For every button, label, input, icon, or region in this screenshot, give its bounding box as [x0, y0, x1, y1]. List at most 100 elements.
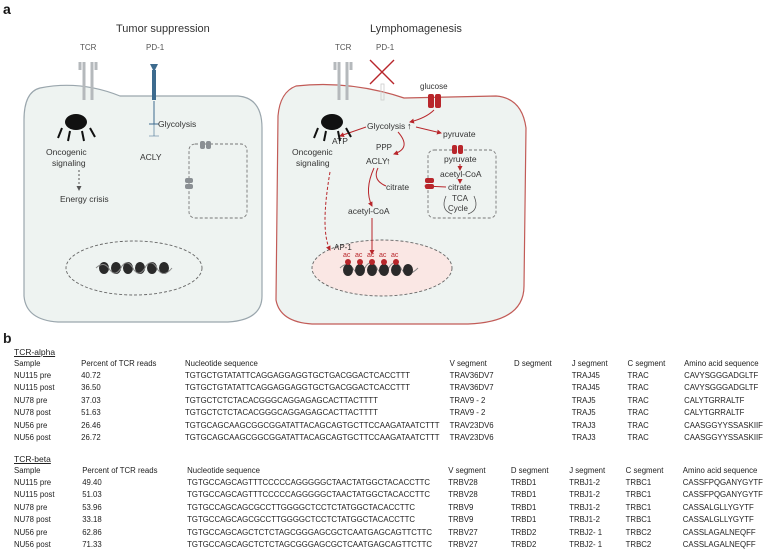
table-cell: TRBD2 [510, 540, 537, 550]
table-cell: CALYTGRRALTF [684, 408, 745, 418]
column-header: D segment [514, 358, 552, 368]
right-ppp: PPP [376, 143, 392, 152]
right-oncogene-to-ap1 [324, 171, 331, 251]
table-cell: 51.03 [82, 490, 102, 500]
panel-b-label: b [3, 330, 12, 346]
table-cell: TRAV9 - 2 [449, 395, 486, 405]
table-cell: TRBJ1-2 [569, 502, 600, 512]
table-cell: TGTGCCAGCAGCGCCTTGGGGCTCCTCTATGGCTACACCT… [187, 515, 415, 525]
table-cell: TRBC2 [625, 527, 652, 537]
right-acetyl-coa-mito: acetyl-CoA [440, 169, 482, 179]
column-header: Nucleotide sequence [187, 465, 260, 475]
column-header: Nucleotide sequence [184, 358, 258, 368]
table-cell [510, 407, 568, 419]
column-header: V segment [449, 358, 487, 368]
right-citrate-cyto: citrate [386, 182, 409, 192]
column-header: J segment [569, 465, 606, 475]
table-cell: 33.18 [82, 515, 102, 525]
table-cell: TRBC1 [625, 490, 652, 500]
right-glut-icon [428, 94, 441, 108]
table-cell: 40.72 [81, 371, 101, 381]
table-cell: TGTGCTCTCTACACGGGCAGGAGAGCACTTACTTTT [184, 408, 378, 418]
table-cell: NU56 pre [14, 527, 48, 537]
right-tca-loop [443, 195, 477, 215]
right-citrate-export [424, 183, 447, 189]
table-cell: TRAJ5 [571, 408, 596, 418]
table-cell: TRAV23DV6 [449, 433, 494, 443]
left-glycolysis: Glycolysis [158, 119, 196, 129]
table-cell: NU115 post [14, 490, 55, 500]
left-tcr-icon [78, 62, 98, 100]
table-cell: TRAJ3 [571, 433, 596, 443]
table-cell: TRBD2 [510, 527, 537, 537]
right-tcr-icon [333, 62, 353, 100]
column-header: C segment [625, 465, 664, 475]
table-cell: TRBV27 [448, 527, 478, 537]
right-glycolysis: Glycolysis [367, 121, 405, 131]
table-cell: 71.33 [82, 540, 102, 550]
column-header: Amino acid sequence [682, 465, 758, 475]
right-acly-to-accoa [367, 167, 375, 207]
column-header: C segment [627, 358, 666, 368]
table-cell: CASSALGLLYGYTF [682, 515, 754, 525]
right-glycolysis-up: ↑ [407, 121, 412, 131]
table-cell: NU78 post [14, 515, 51, 525]
table-cell: TRBD1 [510, 490, 537, 500]
table-cell: TRBD1 [510, 502, 537, 512]
tcr-beta-title: TCR-beta [14, 454, 51, 464]
right-oncogene-icon [313, 114, 352, 142]
left-oncogene-icon [57, 114, 96, 142]
table-cell: TRBV9 [448, 502, 474, 512]
tcr-alpha-title: TCR-alpha [14, 347, 56, 357]
table-cell: CASSFPQGANYGYTF [682, 490, 763, 500]
table-cell [510, 394, 568, 406]
table-cell: CALYTGRRALTF [684, 395, 745, 405]
table-cell [510, 382, 568, 394]
table-cell: TRAV9 - 2 [449, 408, 486, 418]
table-cell: NU115 pre [14, 371, 52, 381]
left-pd1-acly-inhibit [149, 112, 159, 137]
right-title: Lymphomagenesis [370, 23, 462, 35]
panel-a-diagram: a Tumor suppression TCR PD-1 Glycolysis … [3, 1, 527, 325]
table-cell: TGTGCAGCAAGCGGCGGATATTACAGCAGTGCTTCCAAGA… [184, 420, 440, 430]
table-cell: CASSLAGALNEQFF [682, 527, 756, 537]
table-cell: TGTGCCAGCAGTTTCCCCCAGGGGGCTAACTATGGCTACA… [187, 478, 431, 488]
right-pyruvate-cyto: pyruvate [443, 129, 476, 139]
right-citrate-mito: citrate [448, 182, 471, 192]
table-cell: 62.86 [82, 527, 102, 537]
panel-a-label: a [3, 1, 11, 17]
table-cell: TRBJ1-2 [569, 490, 600, 500]
column-header: Sample [14, 358, 41, 368]
table-cell: CASSLAGALNEQFF [682, 540, 756, 550]
table-cell: TGTGCTGTATATTCAGGAGGAGGTGCTGACGGACTCACCT… [184, 371, 411, 381]
table-cell: TRBC1 [625, 515, 652, 525]
ac-label-5: ac [391, 252, 399, 259]
table-cell: TRAV36DV7 [449, 371, 494, 381]
table-cell: 51.63 [81, 408, 101, 418]
column-header: D segment [510, 465, 549, 475]
table-cell: NU115 pre [14, 478, 52, 488]
right-tcr-label: TCR [335, 43, 352, 52]
table-row: NU78 post 33.18 TGTGCCAGCAGCGCCTTGGGGCTCCT… [10, 514, 767, 526]
table-cell: 26.72 [81, 433, 101, 443]
table-cell: TGTGCCAGCAGCTCTCTAGCGGGAGCGCTCAATGAGCAGT… [187, 540, 433, 550]
table-cell: TGTGCCAGCAGCTCTCTAGCGGGAGCGCTCAATGAGCAGT… [187, 527, 433, 537]
left-title: Tumor suppression [116, 23, 210, 35]
ac-label-2: ac [355, 252, 363, 259]
right-glucose-arrow [409, 109, 435, 124]
table-cell: TRBD1 [510, 478, 537, 488]
table-cell: TRAC [627, 433, 649, 443]
right-glycolysis-to-atp [339, 126, 367, 138]
table-cell [510, 419, 568, 431]
table-cell: TRAJ5 [571, 395, 596, 405]
table-cell: TRBV28 [448, 478, 478, 488]
table-cell: TRBJ2- 1 [569, 540, 603, 550]
table-cell [510, 431, 568, 443]
